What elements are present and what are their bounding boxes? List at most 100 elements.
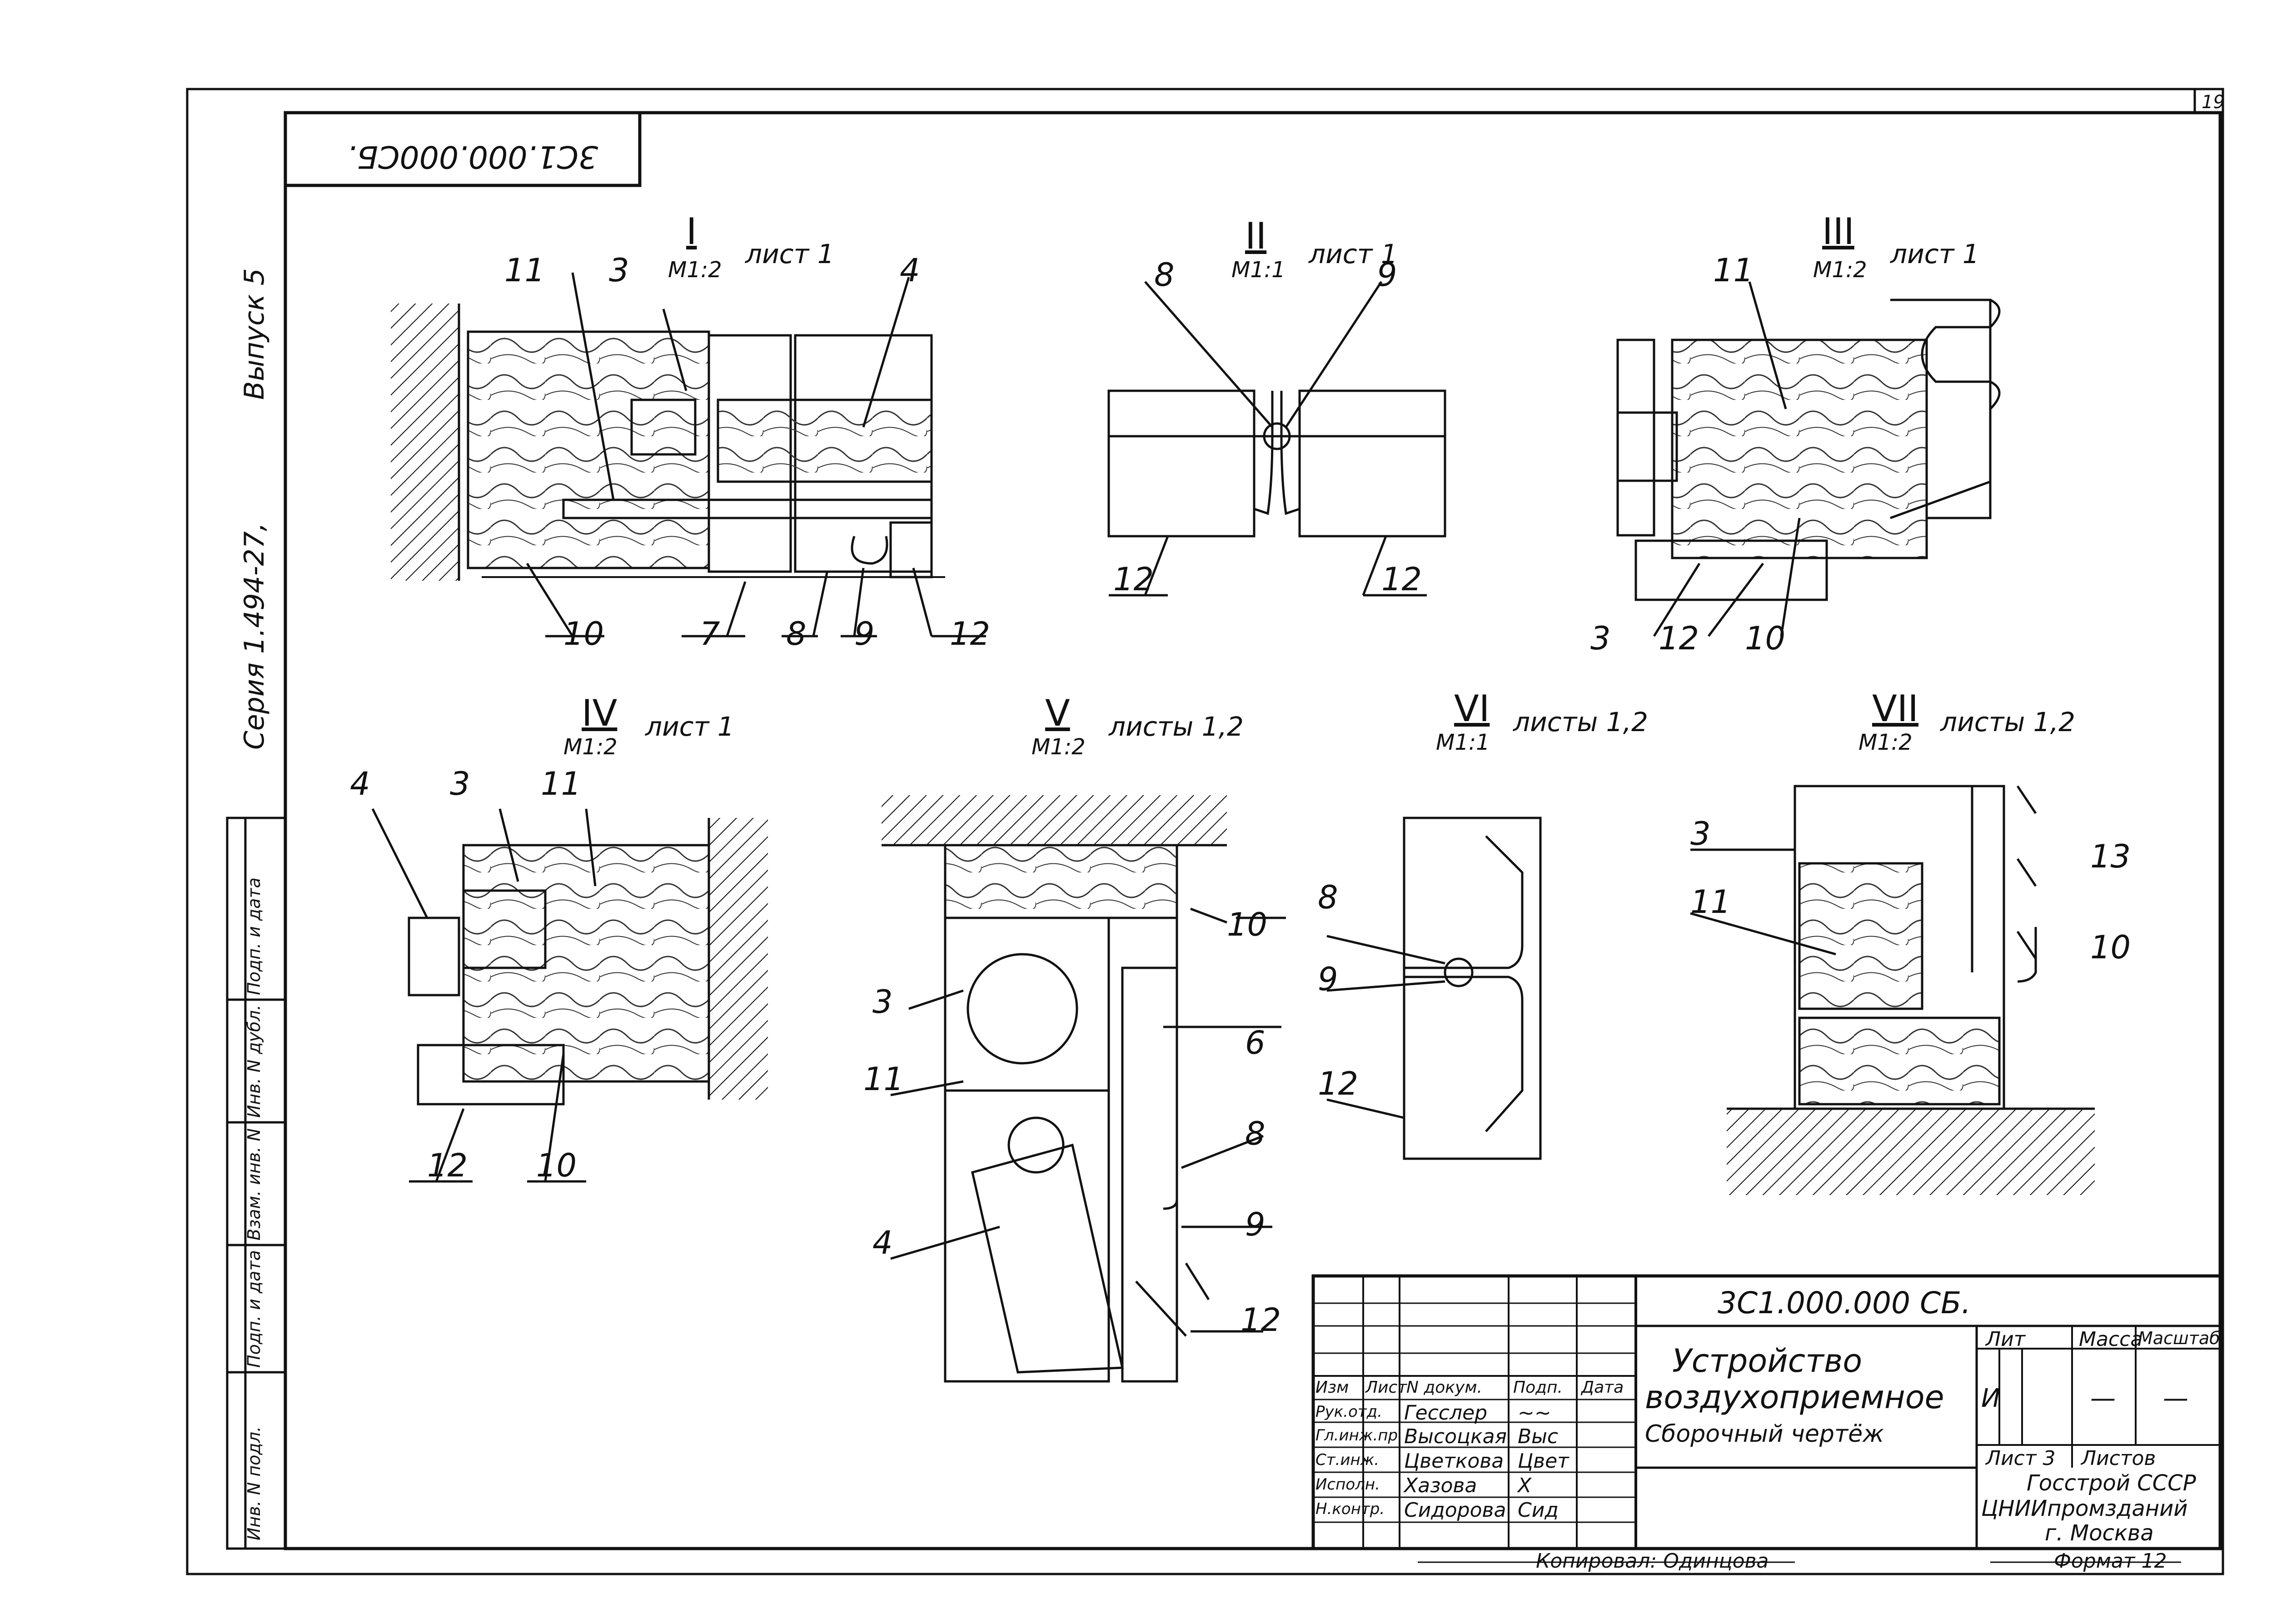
view-V-ref: листы 1,2 xyxy=(1109,711,1244,742)
view-VI-id: VI xyxy=(1454,687,1490,730)
top-drawing-code: 3С1.000.000СБ. xyxy=(347,139,598,174)
callout: 9 xyxy=(1318,961,1338,998)
callout: 4 xyxy=(900,252,920,289)
strip-label-vzam-inv: Взам. инв. N xyxy=(244,1128,264,1240)
view-I-ref: лист 1 xyxy=(745,239,834,269)
format: Формат 12 xyxy=(2054,1549,2167,1573)
view-VII-drawing xyxy=(1690,785,2095,1195)
side-issue: Выпуск 5 xyxy=(239,268,270,400)
title-line-2: воздухоприемное xyxy=(1645,1379,1944,1416)
callout: 10 xyxy=(1745,620,1786,657)
view-III-ref: лист 1 xyxy=(1890,239,1979,269)
view-V-drawing xyxy=(882,795,1286,1383)
sheet-label: Лист 3 xyxy=(1986,1447,2056,1470)
role-3: Ст.инж. xyxy=(1315,1451,1380,1469)
view-III-scale: М1:2 xyxy=(1813,257,1867,283)
callout: 3 xyxy=(1590,620,1611,657)
callout: 10 xyxy=(1227,906,1268,943)
hdr-date: Дата xyxy=(1581,1378,1624,1397)
sign-3: Цвет xyxy=(1518,1450,1569,1473)
view-II-scale: М1:1 xyxy=(1231,257,1285,283)
sign-2: Выс xyxy=(1518,1425,1559,1448)
callout: 3 xyxy=(609,252,629,289)
view-I-id: I xyxy=(686,210,697,253)
role-1: Рук.отд. xyxy=(1315,1403,1382,1421)
lit-value: И xyxy=(1981,1384,2000,1413)
view-IV-drawing xyxy=(371,808,768,1183)
role-5: Н.контр. xyxy=(1315,1500,1385,1518)
left-strip xyxy=(226,817,287,1550)
sign-5: Сид xyxy=(1518,1499,1559,1522)
hdr-izm: Изм xyxy=(1315,1378,1349,1397)
sheet-number: 19 xyxy=(2202,92,2225,113)
name-2: Высоцкая xyxy=(1404,1425,1507,1448)
callout: 9 xyxy=(854,615,875,653)
hdr-doc: N докум. xyxy=(1406,1378,1482,1397)
sign-1: ~~ xyxy=(1518,1401,1551,1425)
callout: 4 xyxy=(872,1224,893,1261)
callout: 8 xyxy=(786,615,807,653)
callout: 11 xyxy=(541,765,582,802)
view-VI-ref: листы 1,2 xyxy=(1513,707,1648,737)
org-line-1: Госстрой СССР xyxy=(2027,1470,2196,1496)
copied-by: Копировал: Одинцова xyxy=(1536,1549,1769,1573)
scale-value: — xyxy=(2163,1384,2188,1413)
callout: 13 xyxy=(2090,838,2131,875)
view-V-scale: М1:2 xyxy=(1031,734,1086,760)
title-block xyxy=(1311,1274,2222,1563)
callout: 4 xyxy=(350,765,370,802)
callout: 10 xyxy=(563,615,604,653)
strip-label-podp-date-1: Подп. и дата xyxy=(244,1250,264,1368)
scale-label: Масштаб xyxy=(2138,1328,2220,1348)
callout: 12 xyxy=(1659,620,1699,657)
view-IV-id: IV xyxy=(582,692,618,734)
view-VI-scale: М1:1 xyxy=(1436,730,1490,755)
view-III-drawing xyxy=(1616,281,2001,637)
name-5: Сидорова xyxy=(1404,1499,1506,1522)
name-3: Цветкова xyxy=(1404,1450,1504,1473)
callout: 7 xyxy=(700,615,720,653)
callout: 6 xyxy=(1245,1024,1266,1061)
role-2: Гл.инж.пр. xyxy=(1315,1426,1403,1445)
view-V-id: V xyxy=(1045,692,1070,734)
callout: 12 xyxy=(1113,561,1154,598)
callout: 8 xyxy=(1245,1115,1266,1152)
view-II-id: II xyxy=(1245,215,1267,257)
view-II-drawing xyxy=(1107,281,1446,597)
callout: 11 xyxy=(863,1061,904,1098)
view-IV-scale: М1:2 xyxy=(563,734,618,760)
top-code-box xyxy=(284,111,642,187)
view-I-scale: М1:2 xyxy=(668,257,722,283)
mass-value: — xyxy=(2090,1384,2116,1413)
callout: 12 xyxy=(950,615,991,653)
lit-label: Лит xyxy=(1986,1328,2026,1351)
callout: 11 xyxy=(504,252,545,289)
callout: 9 xyxy=(1245,1206,1266,1243)
callout: 8 xyxy=(1318,879,1338,916)
view-I-drawing xyxy=(391,272,986,638)
callout: 8 xyxy=(1154,256,1175,294)
callout: 3 xyxy=(1690,815,1711,852)
hdr-sign: Подп. xyxy=(1513,1378,1563,1397)
view-IV-ref: лист 1 xyxy=(645,711,734,742)
callout: 10 xyxy=(2090,929,2131,966)
role-4: Исполн. xyxy=(1315,1475,1380,1494)
strip-label-inv-podl: Инв. N подл. xyxy=(244,1426,264,1540)
title-subtitle: Сборочный чертёж xyxy=(1645,1420,1884,1448)
callout: 11 xyxy=(1713,252,1754,289)
mass-label: Масса xyxy=(2079,1328,2143,1351)
name-1: Гесслер xyxy=(1404,1401,1488,1425)
name-4: Хазова xyxy=(1404,1474,1477,1497)
strip-label-podp-date-2: Подп. и дата xyxy=(244,877,264,995)
view-VII-ref: листы 1,2 xyxy=(1940,707,2075,737)
view-II-ref: лист 1 xyxy=(1309,239,1398,269)
view-III-id: III xyxy=(1822,210,1854,253)
title-line-1: Устройство xyxy=(1672,1342,1863,1380)
org-line-2: ЦНИИпромзданий xyxy=(1981,1496,2188,1521)
view-VII-scale: М1:2 xyxy=(1858,730,1913,755)
title-block-code: 3С1.000.000 СБ. xyxy=(1718,1285,1971,1320)
callout: 3 xyxy=(872,983,893,1021)
callout: 12 xyxy=(1241,1301,1281,1339)
callout: 9 xyxy=(1377,256,1397,294)
